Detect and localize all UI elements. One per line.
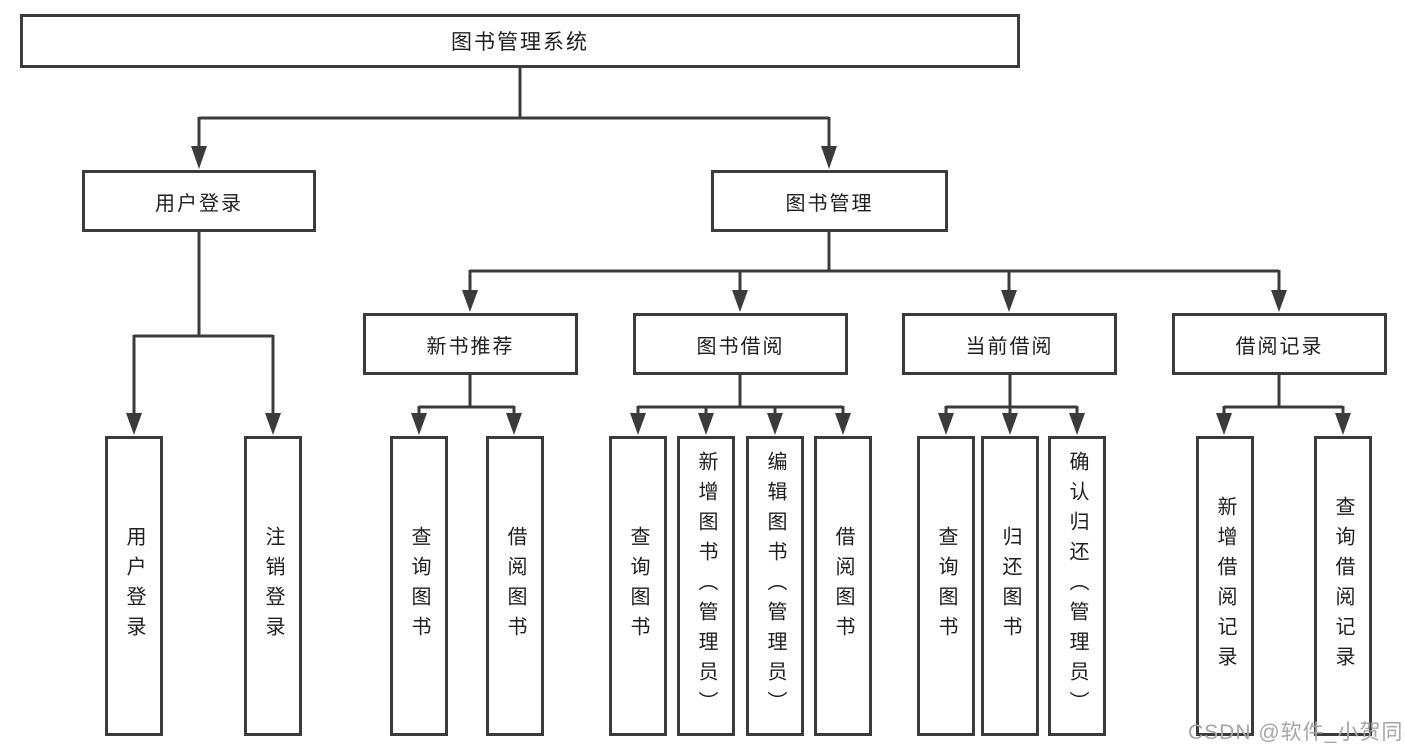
- arrowhead: [1271, 290, 1287, 312]
- arrowhead: [462, 290, 478, 312]
- node-new-book-recommend: 新书推荐: [363, 313, 578, 375]
- leaf-confirm-return-admin: 确认归还（管理员）: [1048, 436, 1106, 736]
- node-book-borrow: 图书借阅: [633, 313, 848, 375]
- node-user-login: 用户登录: [82, 170, 316, 232]
- leaf-user-login: 用户登录: [105, 436, 163, 736]
- arrowhead: [1001, 290, 1017, 312]
- connector-borrowrecord-to-leaves: [1222, 375, 1345, 416]
- leaf-add-books-admin: 新增图书（管理员）: [677, 436, 735, 736]
- arrowhead: [732, 290, 748, 312]
- arrowhead: [411, 413, 427, 435]
- node-root: 图书管理系统: [20, 14, 1020, 68]
- node-current-borrow: 当前借阅: [902, 313, 1117, 375]
- arrowhead: [191, 146, 207, 169]
- node-borrow-record-label: 借阅记录: [1235, 335, 1324, 358]
- leaf-add-books-admin-label: 新增图书（管理员）: [695, 451, 717, 721]
- leaf-borrow-books-label: 借阅图书: [832, 526, 854, 646]
- leaf-query-books-recommend-label: 查询图书: [408, 526, 430, 646]
- leaf-user-login-label: 用户登录: [123, 526, 145, 646]
- arrowhead: [1002, 413, 1018, 435]
- leaf-edit-books-admin: 编辑图书（管理员）: [746, 436, 804, 736]
- arrowhead: [1216, 413, 1232, 435]
- arrowhead: [835, 413, 851, 435]
- node-new-book-recommend-label: 新书推荐: [426, 335, 515, 358]
- node-book-borrow-label: 图书借阅: [696, 335, 785, 358]
- leaf-borrow-books: 借阅图书: [814, 436, 872, 736]
- leaf-confirm-return-admin-label: 确认归还（管理员）: [1066, 451, 1088, 721]
- arrowhead: [126, 413, 142, 435]
- leaf-query-books-recommend: 查询图书: [390, 436, 448, 736]
- node-user-login-label: 用户登录: [155, 192, 243, 215]
- connector-currentborrow-to-leaves: [944, 375, 1079, 416]
- node-root-label: 图书管理系统: [451, 31, 589, 54]
- arrowhead: [1069, 413, 1085, 435]
- leaf-return-books: 归还图书: [981, 436, 1039, 736]
- leaf-borrow-books-recommend: 借阅图书: [486, 436, 544, 736]
- arrowhead: [1335, 413, 1351, 435]
- arrowhead: [767, 413, 783, 435]
- leaf-query-borrow-record: 查询借阅记录: [1314, 436, 1372, 736]
- csdn-watermark: CSDN @软件_小贺同学: [1188, 721, 1405, 744]
- leaf-query-borrow-record-label: 查询借阅记录: [1332, 496, 1354, 676]
- leaf-query-books-borrow: 查询图书: [609, 436, 667, 736]
- connector-bookmgmt-to-level3: [468, 232, 1281, 293]
- leaf-edit-books-admin-label: 编辑图书（管理员）: [764, 451, 786, 721]
- leaf-query-books-current-label: 查询图书: [935, 526, 957, 646]
- node-book-management-label: 图书管理: [785, 192, 874, 215]
- leaf-logout-label: 注销登录: [262, 526, 284, 646]
- leaf-query-books-current: 查询图书: [917, 436, 975, 736]
- node-current-borrow-label: 当前借阅: [965, 335, 1054, 358]
- arrowhead: [506, 413, 522, 435]
- arrowhead: [821, 146, 837, 169]
- leaf-add-borrow-record: 新增借阅记录: [1196, 436, 1254, 736]
- leaf-query-books-borrow-label: 查询图书: [627, 526, 649, 646]
- node-book-management: 图书管理: [711, 170, 948, 232]
- arrowhead: [630, 413, 646, 435]
- node-borrow-record: 借阅记录: [1172, 313, 1387, 375]
- leaf-logout: 注销登录: [244, 436, 302, 736]
- connector-newbook-to-leaves: [417, 375, 516, 416]
- connector-root-to-level2: [197, 68, 831, 150]
- arrowhead: [265, 413, 281, 435]
- leaf-return-books-label: 归还图书: [999, 526, 1021, 646]
- connector-userlogin-to-leaves: [132, 232, 275, 416]
- leaf-add-borrow-record-label: 新增借阅记录: [1214, 496, 1236, 676]
- arrowhead: [938, 413, 954, 435]
- arrowhead: [698, 413, 714, 435]
- connector-bookborrow-to-leaves: [636, 375, 845, 416]
- leaf-borrow-books-recommend-label: 借阅图书: [504, 526, 526, 646]
